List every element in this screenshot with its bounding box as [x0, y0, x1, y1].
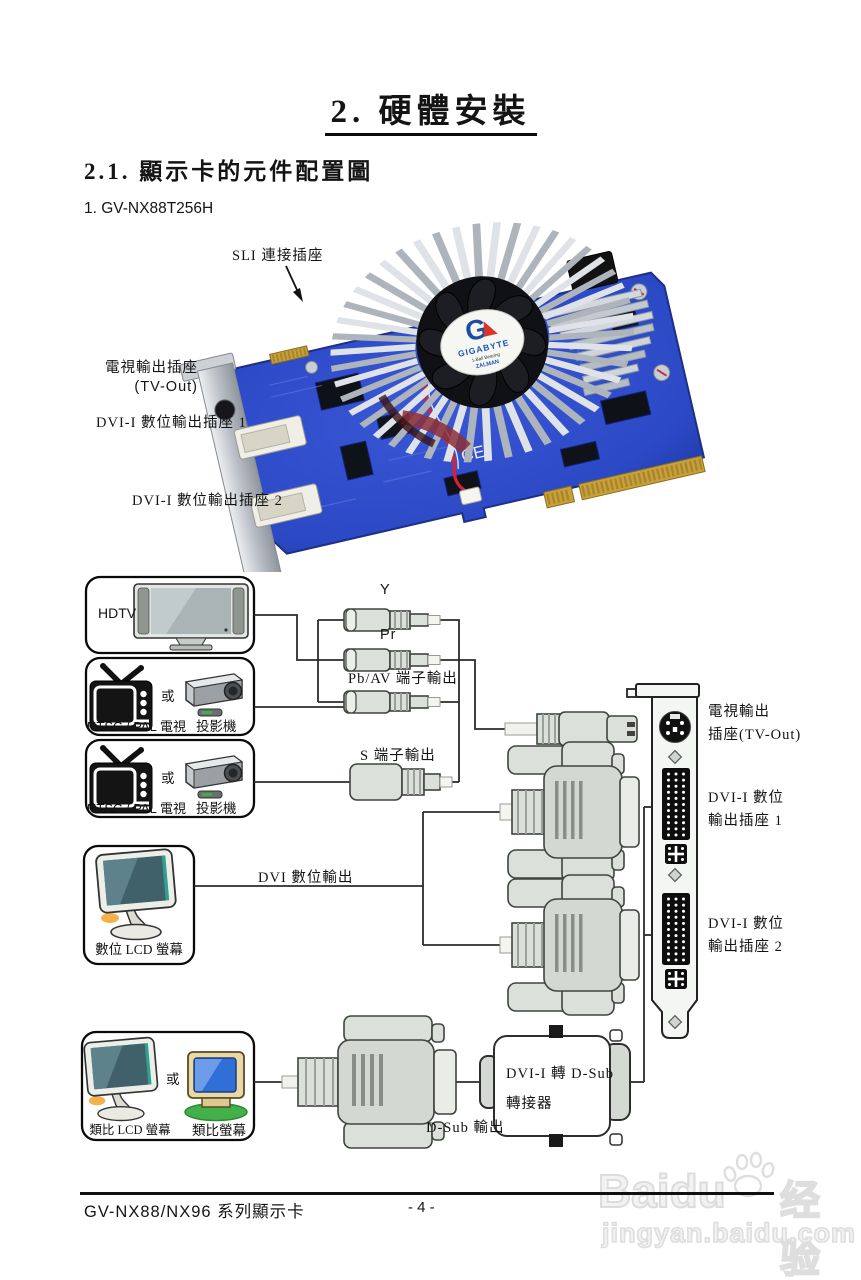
card-dvi-connector-1	[233, 415, 307, 460]
hdtv-icon	[133, 583, 249, 651]
bracket-dvi-port-2	[662, 893, 690, 989]
ntsc-label-1: NTSC / PAL 電視	[87, 719, 186, 734]
fan-zalman-text: ZALMAN	[475, 359, 499, 370]
hdtv-label: HDTV	[98, 605, 137, 621]
bracket-dvi2-label-2: 輸出插座 2	[708, 939, 783, 955]
dsub-cable	[281, 1015, 457, 1149]
analog-crt-icon	[184, 1051, 248, 1122]
bracket-dvi1-label-2: 輸出插座 1	[708, 813, 783, 829]
pbav-plug	[343, 690, 441, 714]
graphics-card-photo: CE	[179, 222, 706, 572]
s-label: S 端子輸出	[360, 748, 436, 764]
projector-label-2: 投影機	[196, 801, 237, 816]
fan-sub-text: 1-Ball Bearing	[471, 352, 501, 363]
footer-rule	[80, 1192, 774, 1195]
analog-lcd-label: 類比 LCD 螢幕	[89, 1123, 171, 1137]
or-label-2: 或	[161, 771, 175, 786]
sli-connector	[268, 345, 310, 365]
page-title: 2. 硬體安裝	[0, 84, 861, 136]
diagram-wires	[194, 614, 652, 1083]
tvout-cable	[504, 711, 638, 747]
dvi-cable-plug-1	[499, 741, 640, 883]
paw-icon	[723, 1151, 775, 1198]
bracket-dvi-port-1	[662, 768, 690, 864]
dvi-dsub-adapter	[479, 1025, 631, 1147]
bracket-dvi2-label-1: DVI-I 數位	[708, 916, 785, 932]
or-label-3: 或	[166, 1072, 180, 1087]
sli-arrow	[285, 265, 303, 302]
heatsink-red-shroud	[378, 394, 471, 454]
adapter-label-2: 轉接器	[506, 1096, 553, 1112]
label-sli: SLI 連接插座	[232, 248, 324, 264]
model-item: 1. GV-NX88T256H	[84, 200, 214, 217]
y-label: Y	[380, 582, 391, 598]
card-tvout-hole	[214, 399, 236, 421]
footer-series: GV-NX88/NX96 系列顯示卡	[84, 1203, 305, 1221]
card-dvi-connector-2	[249, 483, 323, 528]
cooler: G GIGABYTE 1-Ball Bearing ZALMAN	[330, 222, 635, 463]
label-tvout-1: 電視輸出插座	[105, 360, 198, 376]
card-body: CE	[179, 222, 706, 572]
dvi-out-label: DVI 數位輸出	[258, 870, 354, 886]
baidu-watermark: Baidu 经验 jingyan.baidu.com	[597, 1151, 858, 1280]
analog-crt-label: 類比螢幕	[192, 1123, 246, 1138]
adapter-label-1: DVI-I 轉 D-Sub	[506, 1066, 615, 1082]
or-label-1: 或	[161, 689, 175, 704]
bracket-tvout-label-1: 電視輸出	[708, 704, 770, 720]
bracket-dvi1-label-1: DVI-I 數位	[708, 790, 785, 806]
pr-label: Pr	[380, 627, 397, 643]
fan-hub-sticker: G GIGABYTE 1-Ball Bearing ZALMAN	[440, 309, 525, 376]
diagram-bracket	[626, 683, 700, 1039]
pcie-edge-connector	[543, 455, 706, 509]
digital-lcd-label: 數位 LCD 螢幕	[95, 942, 183, 957]
dsub-out-label: D-Sub 輸出	[426, 1120, 505, 1136]
dvi-cable-plug-2	[499, 874, 640, 1016]
section-heading: 2.1. 顯示卡的元件配置圖	[84, 159, 374, 184]
label-dvi1: DVI-I 數位輸出插座 1	[96, 415, 247, 431]
watermark-brand: Baidu	[597, 1164, 727, 1218]
label-dvi2: DVI-I 數位輸出插座 2	[132, 493, 283, 509]
projector-label-1: 投影機	[196, 719, 237, 734]
s-video-plug	[349, 763, 453, 801]
card-bracket	[179, 352, 323, 572]
watermark-url: jingyan.baidu.com	[601, 1217, 857, 1249]
watermark-suffix: 经验	[779, 1177, 821, 1280]
bracket-tvout-label-2: 插座(TV-Out)	[708, 727, 802, 743]
pbav-label: Pb/AV 端子輸出	[348, 671, 458, 687]
footer-page-number: - 4 -	[408, 1199, 435, 1216]
label-tvout-2: (TV-Out)	[134, 379, 198, 395]
ntsc-label-2: NTSC / PAL 電視	[87, 801, 186, 816]
bracket-tvout-port	[659, 711, 691, 743]
power-connector	[566, 251, 619, 293]
